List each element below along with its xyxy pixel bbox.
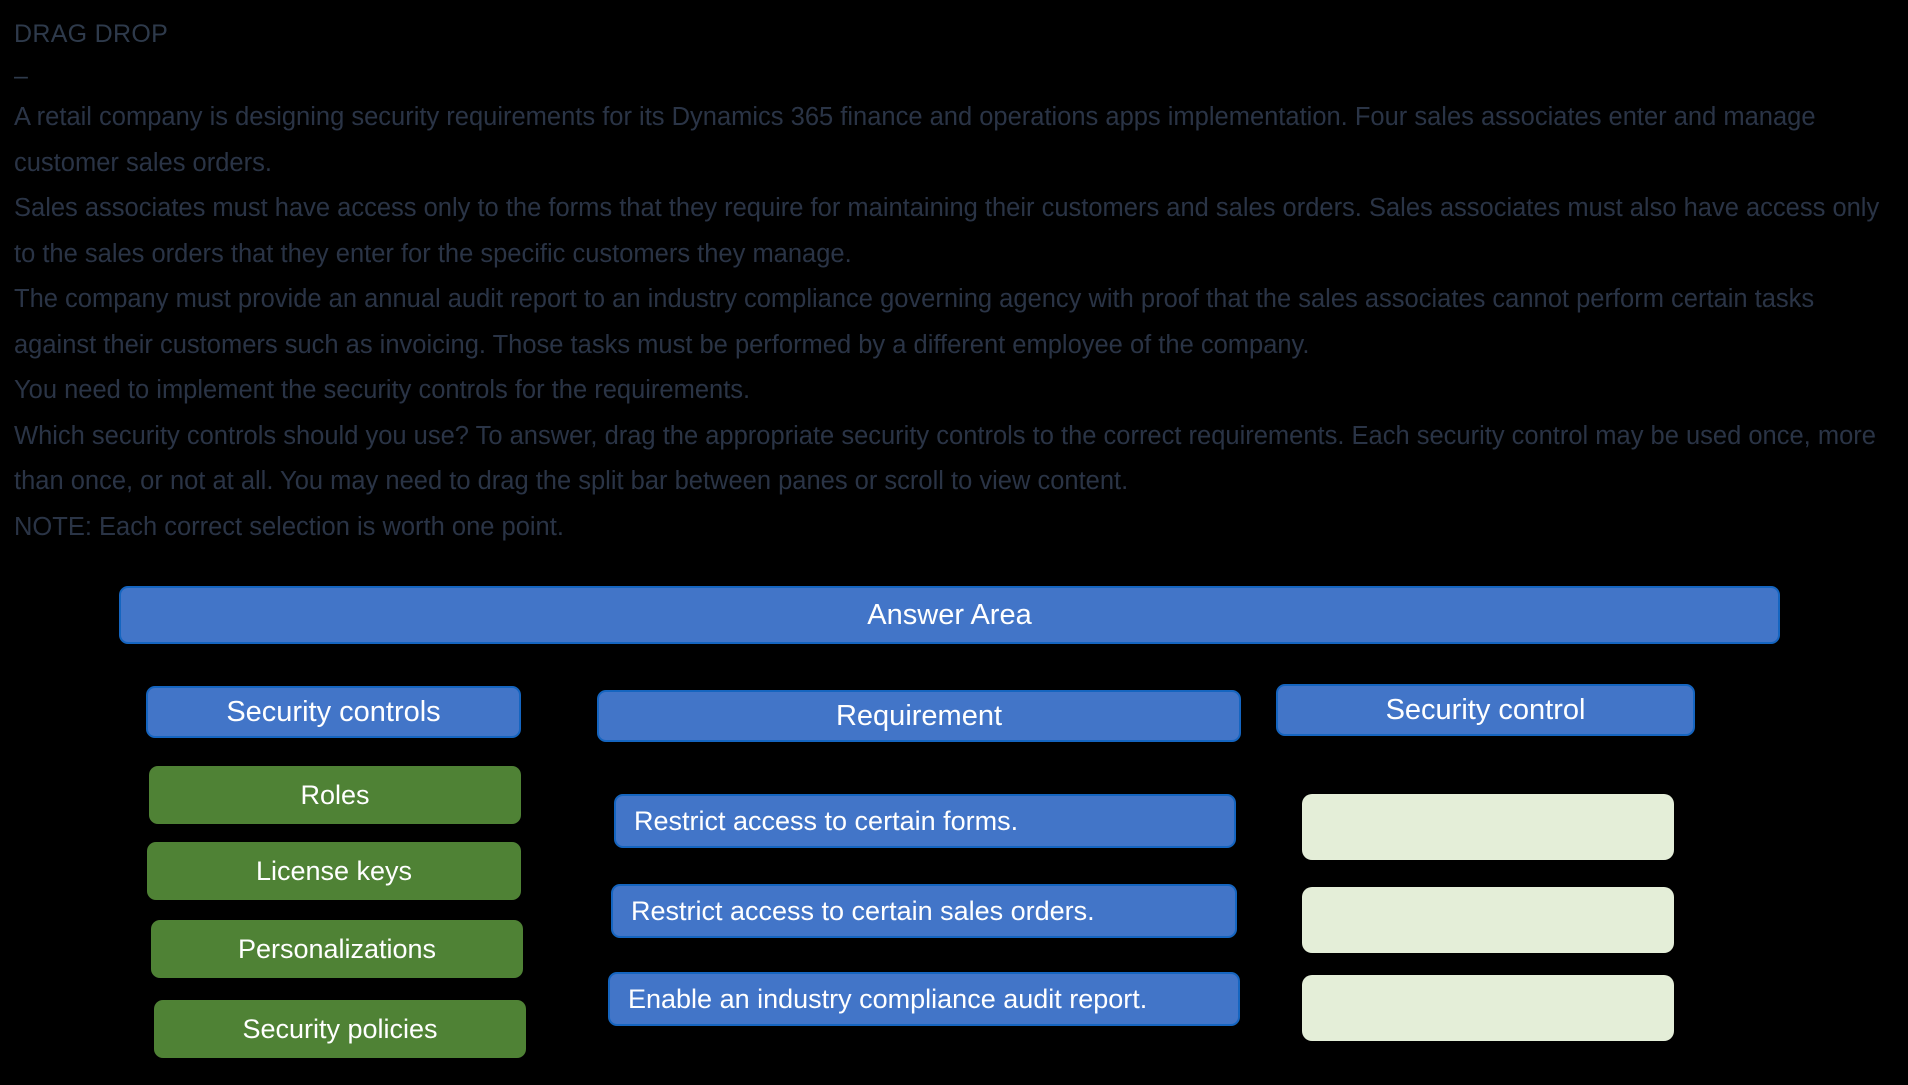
question-paragraph-2: Sales associates must have access only t… [14, 194, 1880, 268]
question-paragraph-1: A retail company is designing security r… [14, 103, 1816, 177]
security-control-column-header: Security control [1276, 684, 1695, 736]
answer-area-banner: Answer Area [119, 586, 1780, 644]
drag-item-personalizations[interactable]: Personalizations [151, 920, 523, 978]
answer-area-banner-label: Answer Area [867, 598, 1032, 631]
requirement-row-2: Restrict access to certain sales orders. [611, 884, 1237, 938]
requirement-column-header: Requirement [597, 690, 1241, 742]
security-controls-column-header: Security controls [146, 686, 521, 738]
question-dash: – [14, 62, 28, 90]
question-prose: DRAG DROP – A retail company is designin… [14, 12, 1894, 550]
question-paragraph-5: Which security controls should you use? … [14, 421, 1876, 496]
drag-item-roles[interactable]: Roles [149, 766, 521, 824]
drop-zone-2[interactable] [1302, 887, 1674, 953]
drag-item-security-policies[interactable]: Security policies [154, 1000, 526, 1058]
drag-item-license-keys[interactable]: License keys [147, 842, 521, 900]
question-note: NOTE: Each correct selection is worth on… [14, 512, 564, 541]
question-type-label: DRAG DROP [14, 20, 169, 48]
drop-zone-1[interactable] [1302, 794, 1674, 860]
requirement-row-3: Enable an industry compliance audit repo… [608, 972, 1240, 1026]
requirement-row-1: Restrict access to certain forms. [614, 794, 1236, 848]
question-paragraph-3: The company must provide an annual audit… [14, 285, 1815, 359]
drop-zone-3[interactable] [1302, 975, 1674, 1041]
question-paragraph-4: You need to implement the security contr… [14, 376, 751, 404]
